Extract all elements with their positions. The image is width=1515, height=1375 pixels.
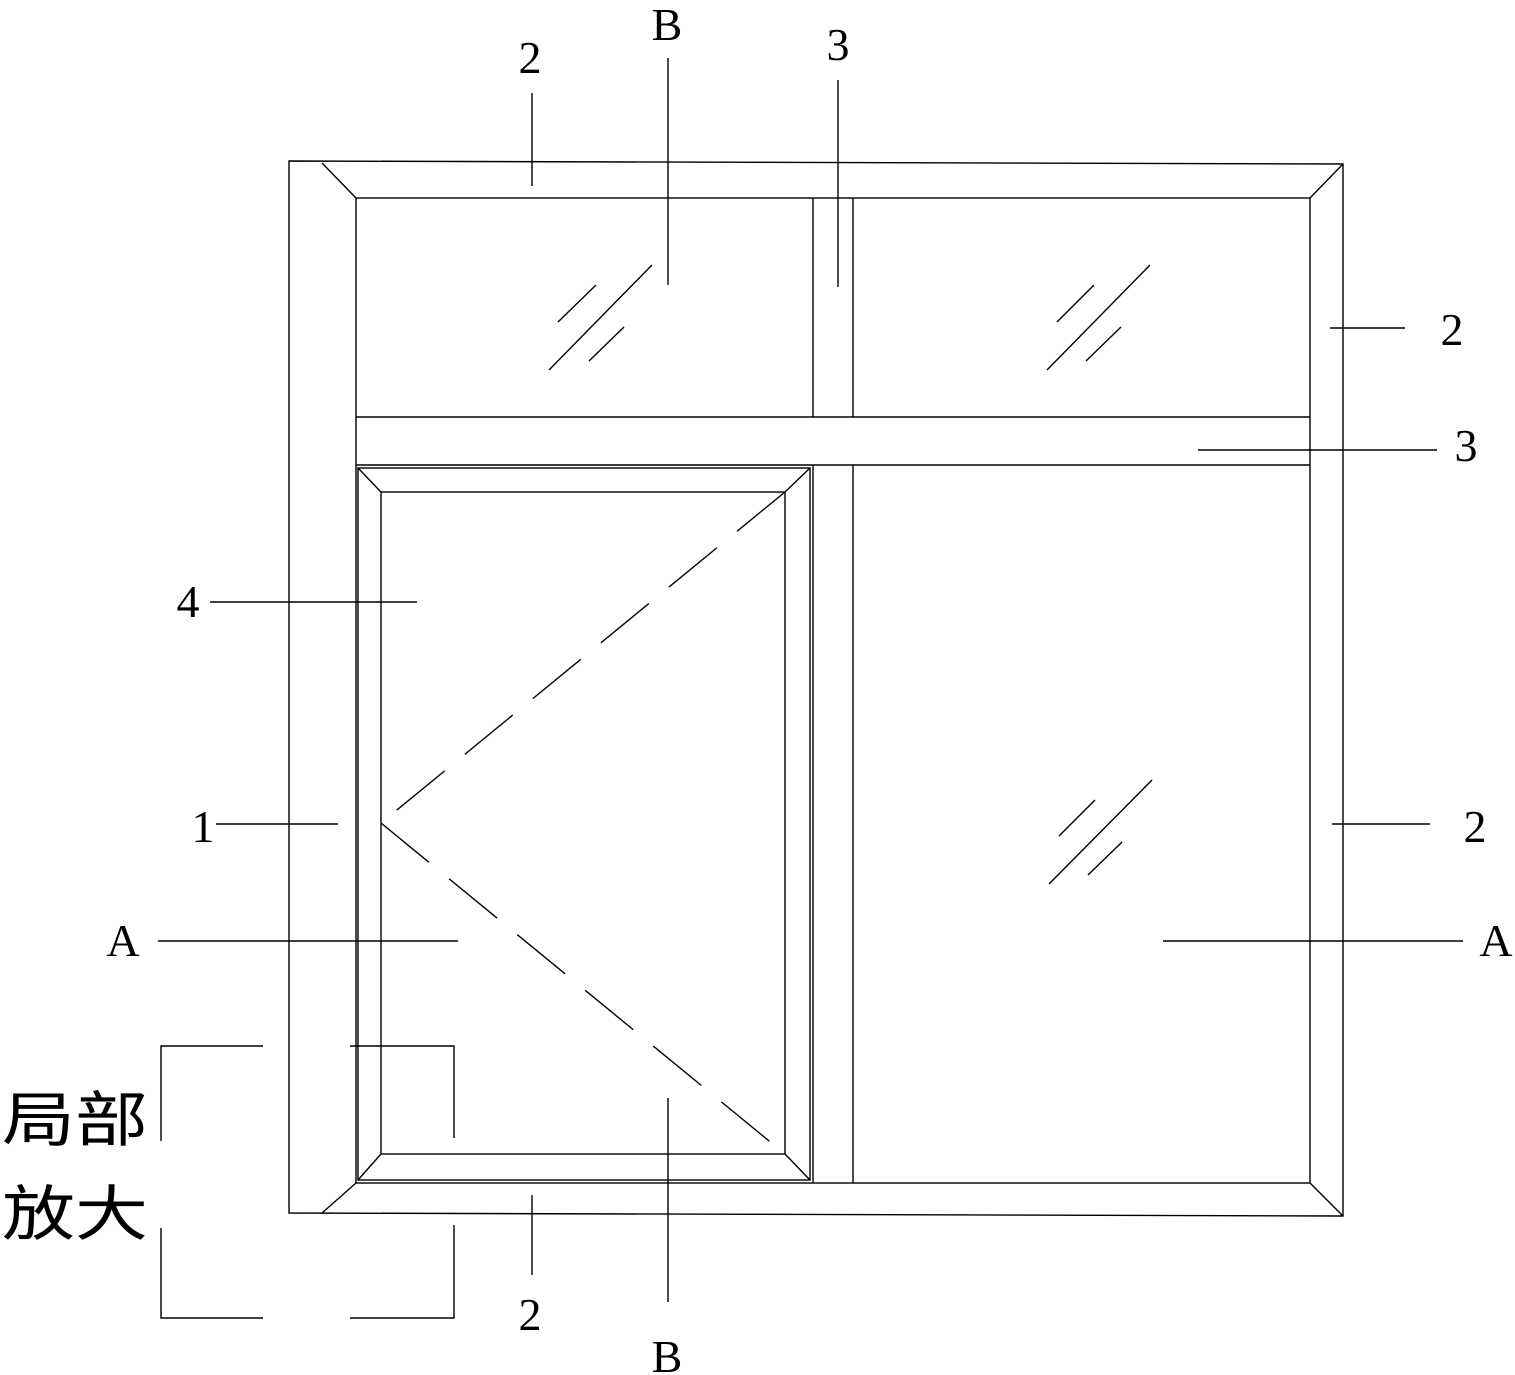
sash-inner [380, 491, 786, 1155]
inner-opening [355, 197, 1311, 1184]
label-4: 4 [177, 576, 200, 627]
leader-lines [158, 58, 1463, 1302]
glass-mark-top-left [548, 264, 653, 371]
miter-bottom-right [1309, 1182, 1344, 1217]
glass-mark-lower-right [1048, 779, 1153, 885]
label-2-right-lower: 2 [1464, 801, 1487, 852]
lower-mullion [812, 465, 854, 1183]
miter-top-left [321, 162, 357, 199]
label-3-top: 3 [827, 19, 850, 70]
label-2-top: 2 [519, 32, 542, 83]
glass-mark-top-right [1046, 264, 1151, 371]
callout-text-line1: 局部 [2, 1086, 148, 1156]
detail-callout-brackets [160, 1045, 455, 1319]
label-2-right-top: 2 [1441, 304, 1464, 355]
label-2-bottom: 2 [519, 1289, 542, 1340]
label-b-top: B [652, 0, 683, 50]
opening-direction-lower [380, 822, 786, 1155]
label-b-bottom: B [652, 1331, 683, 1375]
frame-outline [288, 160, 1344, 1217]
label-a-right: A [1479, 915, 1512, 966]
opening-direction-upper [380, 491, 786, 824]
opening-sash [357, 467, 811, 1181]
label-a-left: A [106, 915, 139, 966]
outer-frame [288, 160, 1344, 1217]
sash-outer [357, 467, 811, 1181]
label-3-right: 3 [1455, 420, 1478, 471]
miter-top-right [1309, 163, 1344, 199]
callout-text-line2: 放大 [2, 1180, 148, 1250]
label-1: 1 [192, 801, 215, 852]
miter-bottom-left [321, 1182, 357, 1214]
transom [356, 416, 1310, 466]
upper-mullion [812, 198, 854, 417]
